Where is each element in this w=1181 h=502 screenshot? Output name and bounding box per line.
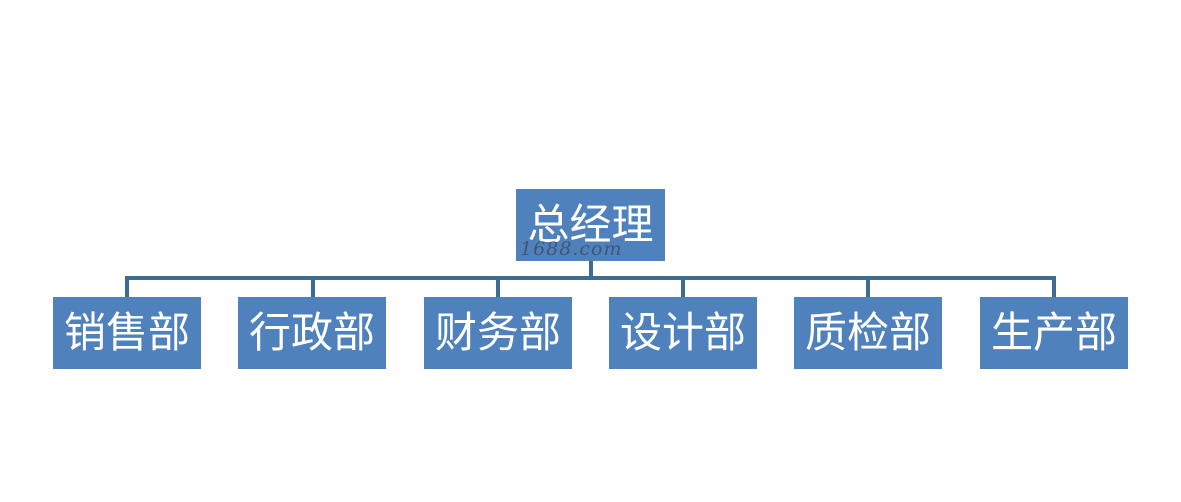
node-label: 总经理 — [527, 200, 654, 249]
node-general-manager: 总经理 — [516, 189, 665, 261]
node-finance: 财务部 — [424, 297, 572, 369]
root-stem — [589, 261, 593, 278]
node-production: 生产部 — [980, 297, 1128, 369]
dept-stem-sales — [125, 276, 129, 297]
node-label: 生产部 — [990, 308, 1117, 357]
dept-stem-admin — [311, 276, 315, 297]
node-label: 质检部 — [804, 308, 931, 357]
watermark: 1688.com — [520, 238, 623, 260]
dept-stem-design — [681, 276, 685, 297]
node-admin: 行政部 — [238, 297, 386, 369]
node-label: 设计部 — [619, 308, 746, 357]
dept-stem-production — [1052, 276, 1056, 297]
node-label: 行政部 — [248, 308, 375, 357]
node-design: 设计部 — [609, 297, 757, 369]
node-sales: 销售部 — [53, 297, 201, 369]
horizontal-bus — [125, 276, 1056, 280]
dept-stem-finance — [496, 276, 500, 297]
node-label: 财务部 — [434, 308, 561, 357]
node-label: 销售部 — [63, 308, 190, 357]
node-quality-control: 质检部 — [794, 297, 942, 369]
dept-stem-qc — [866, 276, 870, 297]
